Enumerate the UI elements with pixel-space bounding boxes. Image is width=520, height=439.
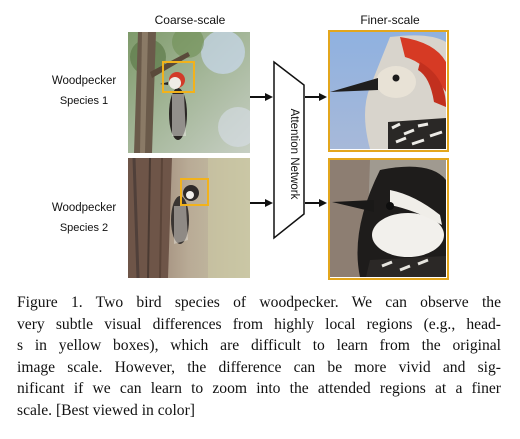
- woodpecker-photo-icon: [128, 158, 250, 278]
- network-diagram: [250, 60, 327, 240]
- row2-title: Woodpecker: [51, 202, 117, 214]
- arrow-right-icon: [305, 199, 327, 207]
- attention-box-species-1: [162, 61, 195, 93]
- caption-line-2: very subtle visual differences from high…: [17, 315, 501, 333]
- row2-label: Woodpecker Species 2: [44, 201, 124, 236]
- caption-line-5: nificant if we can learn to zoom into th…: [17, 380, 501, 398]
- finer-scale-header: Finer-scale: [360, 13, 420, 27]
- attention-box-species-2: [180, 178, 209, 206]
- attention-network-label: Attention Network: [288, 108, 300, 200]
- row1-title: Woodpecker: [51, 75, 117, 87]
- finer-image-species-1: [328, 30, 449, 152]
- coarse-scale-header: Coarse-scale: [154, 13, 226, 27]
- arrow-right-icon: [305, 93, 327, 101]
- figure-caption: Figure 1. Two bird species of woodpecker…: [17, 292, 501, 422]
- row1-label: Woodpecker Species 1: [44, 74, 124, 109]
- caption-line-6: scale. [Best viewed in color]: [17, 401, 195, 419]
- woodpecker-photo-icon: [330, 32, 446, 149]
- trapezoid-network-shape: [273, 60, 305, 240]
- caption-line-3: s in yellow boxes), which are difficult …: [17, 337, 501, 355]
- coarse-image-species-2: [128, 158, 250, 278]
- row2-subtitle: Species 2: [59, 222, 109, 234]
- woodpecker-photo-icon: [128, 32, 250, 153]
- row1-subtitle: Species 1: [59, 95, 109, 107]
- woodpecker-photo-icon: [330, 160, 446, 277]
- arrow-right-icon: [250, 93, 273, 101]
- finer-image-species-2: [328, 158, 449, 280]
- arrow-right-icon: [250, 199, 273, 207]
- coarse-image-species-1: [128, 32, 250, 153]
- caption-line-4: image scale. However, the difference can…: [17, 358, 501, 376]
- caption-line-1: Figure 1. Two bird species of woodpecker…: [17, 294, 501, 311]
